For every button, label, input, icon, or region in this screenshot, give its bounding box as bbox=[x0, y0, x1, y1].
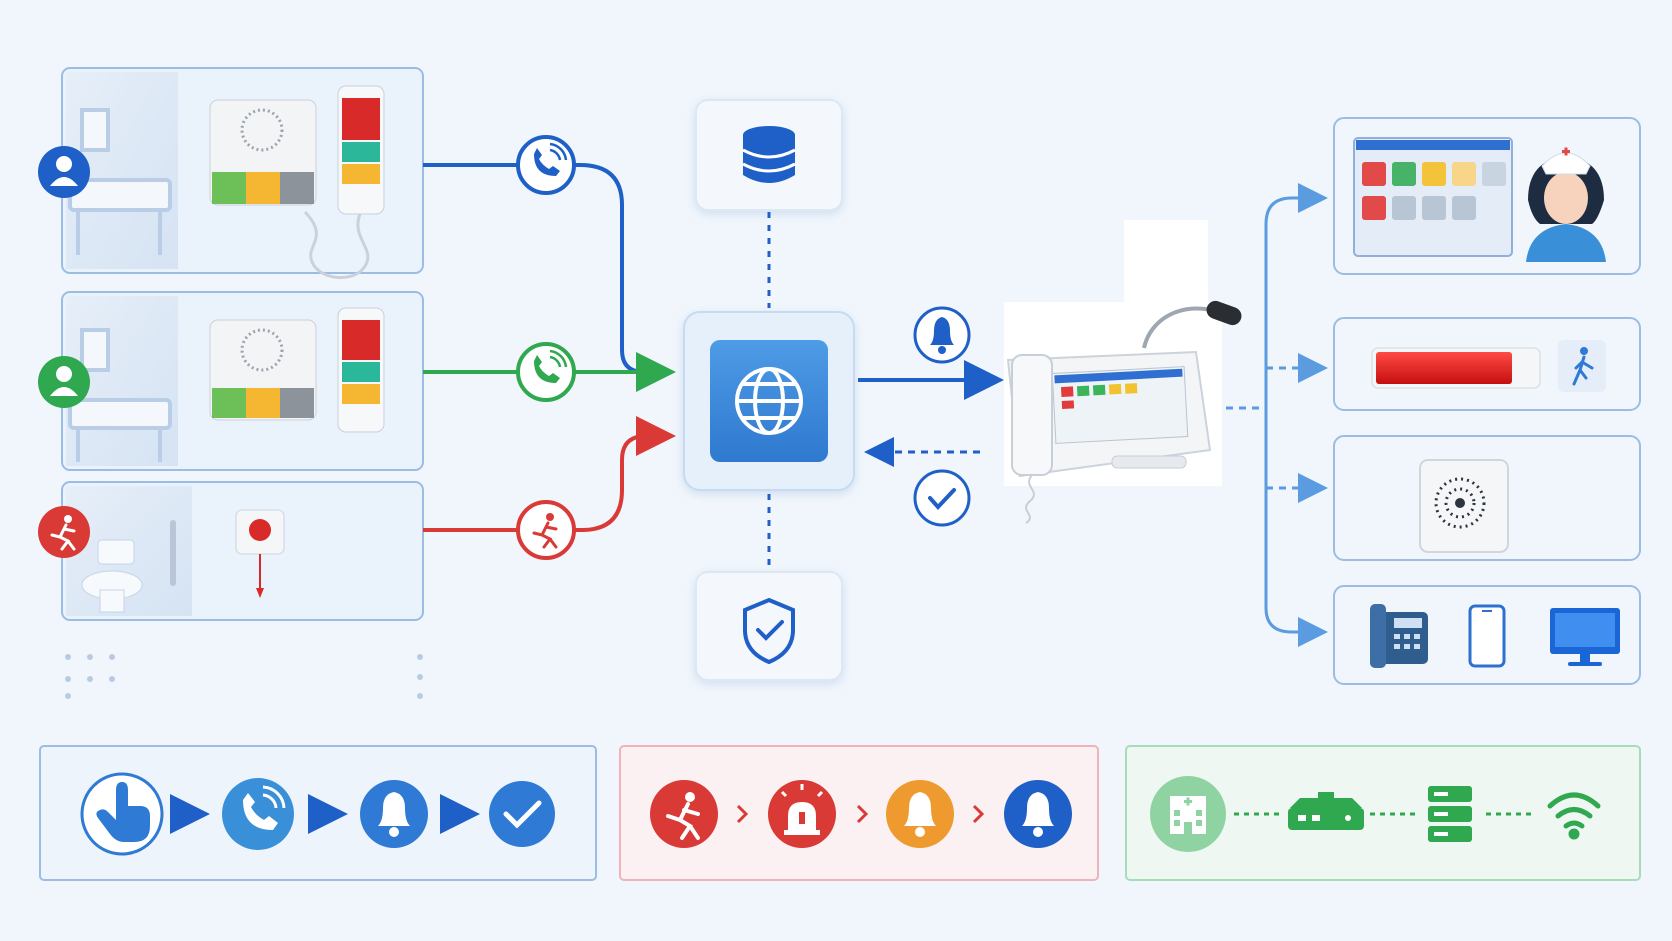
desk-phone-icon bbox=[1370, 604, 1428, 668]
room-panel-bed-2 bbox=[61, 291, 424, 471]
check-icon bbox=[489, 781, 555, 847]
room-panel-bathroom bbox=[61, 481, 424, 621]
room-panel-bed-1 bbox=[61, 67, 424, 280]
connector-red bbox=[423, 416, 676, 532]
running-person-icon bbox=[516, 500, 576, 560]
nurse-station-console bbox=[1004, 220, 1242, 524]
phone-call-icon bbox=[516, 135, 576, 195]
network-hub bbox=[683, 311, 855, 491]
bedside-intercom bbox=[209, 99, 317, 206]
nurse-call-handset bbox=[303, 85, 385, 280]
siren-icon bbox=[768, 780, 836, 848]
output-panel-corridor-light bbox=[1333, 317, 1641, 411]
wifi-icon bbox=[1547, 792, 1601, 840]
toilet-icon bbox=[81, 520, 176, 613]
smartphone-icon bbox=[1468, 604, 1506, 668]
user-icon bbox=[38, 356, 90, 408]
phone-call-icon bbox=[222, 778, 294, 850]
hospital-icon bbox=[1150, 776, 1226, 852]
bell-icon bbox=[1004, 780, 1072, 848]
bell-icon bbox=[360, 780, 428, 848]
database-card bbox=[695, 99, 843, 211]
speaker-icon bbox=[1419, 459, 1509, 553]
security-card bbox=[695, 571, 843, 681]
output-panel-terminals bbox=[1333, 585, 1641, 685]
running-person-icon bbox=[650, 780, 718, 848]
output-panel-nurse-station bbox=[1333, 117, 1641, 275]
call-flow-panel bbox=[39, 745, 597, 881]
walking-person-icon bbox=[1558, 340, 1606, 392]
database-icon bbox=[742, 126, 796, 183]
nurse-icon bbox=[1526, 147, 1606, 262]
running-person-icon bbox=[38, 506, 90, 558]
globe-network-icon bbox=[735, 367, 803, 435]
server-icon bbox=[1428, 786, 1472, 842]
check-circle-icon bbox=[913, 469, 971, 527]
shield-check-icon bbox=[743, 597, 795, 665]
router-icon bbox=[1288, 792, 1364, 830]
hospital-bed-icon bbox=[68, 328, 172, 462]
touch-icon bbox=[80, 772, 164, 856]
dots-decoration bbox=[65, 654, 423, 699]
bedside-intercom bbox=[209, 319, 317, 421]
phone-call-icon bbox=[516, 342, 576, 402]
output-links bbox=[1226, 183, 1328, 647]
hospital-bed-icon bbox=[68, 108, 172, 255]
network-flow-panel bbox=[1125, 745, 1641, 881]
corridor-light-icon bbox=[1371, 347, 1541, 389]
user-icon bbox=[38, 146, 90, 198]
pull-cord-emergency-button bbox=[235, 509, 285, 598]
bell-icon bbox=[886, 780, 954, 848]
emergency-flow-panel bbox=[619, 745, 1099, 881]
monitor-icon bbox=[1550, 608, 1620, 666]
connector-blue bbox=[423, 163, 668, 374]
output-panel-speaker bbox=[1333, 435, 1641, 561]
nurse-call-handset bbox=[337, 307, 385, 433]
dashboard-screen-icon bbox=[1353, 137, 1513, 257]
bell-icon bbox=[913, 306, 971, 364]
